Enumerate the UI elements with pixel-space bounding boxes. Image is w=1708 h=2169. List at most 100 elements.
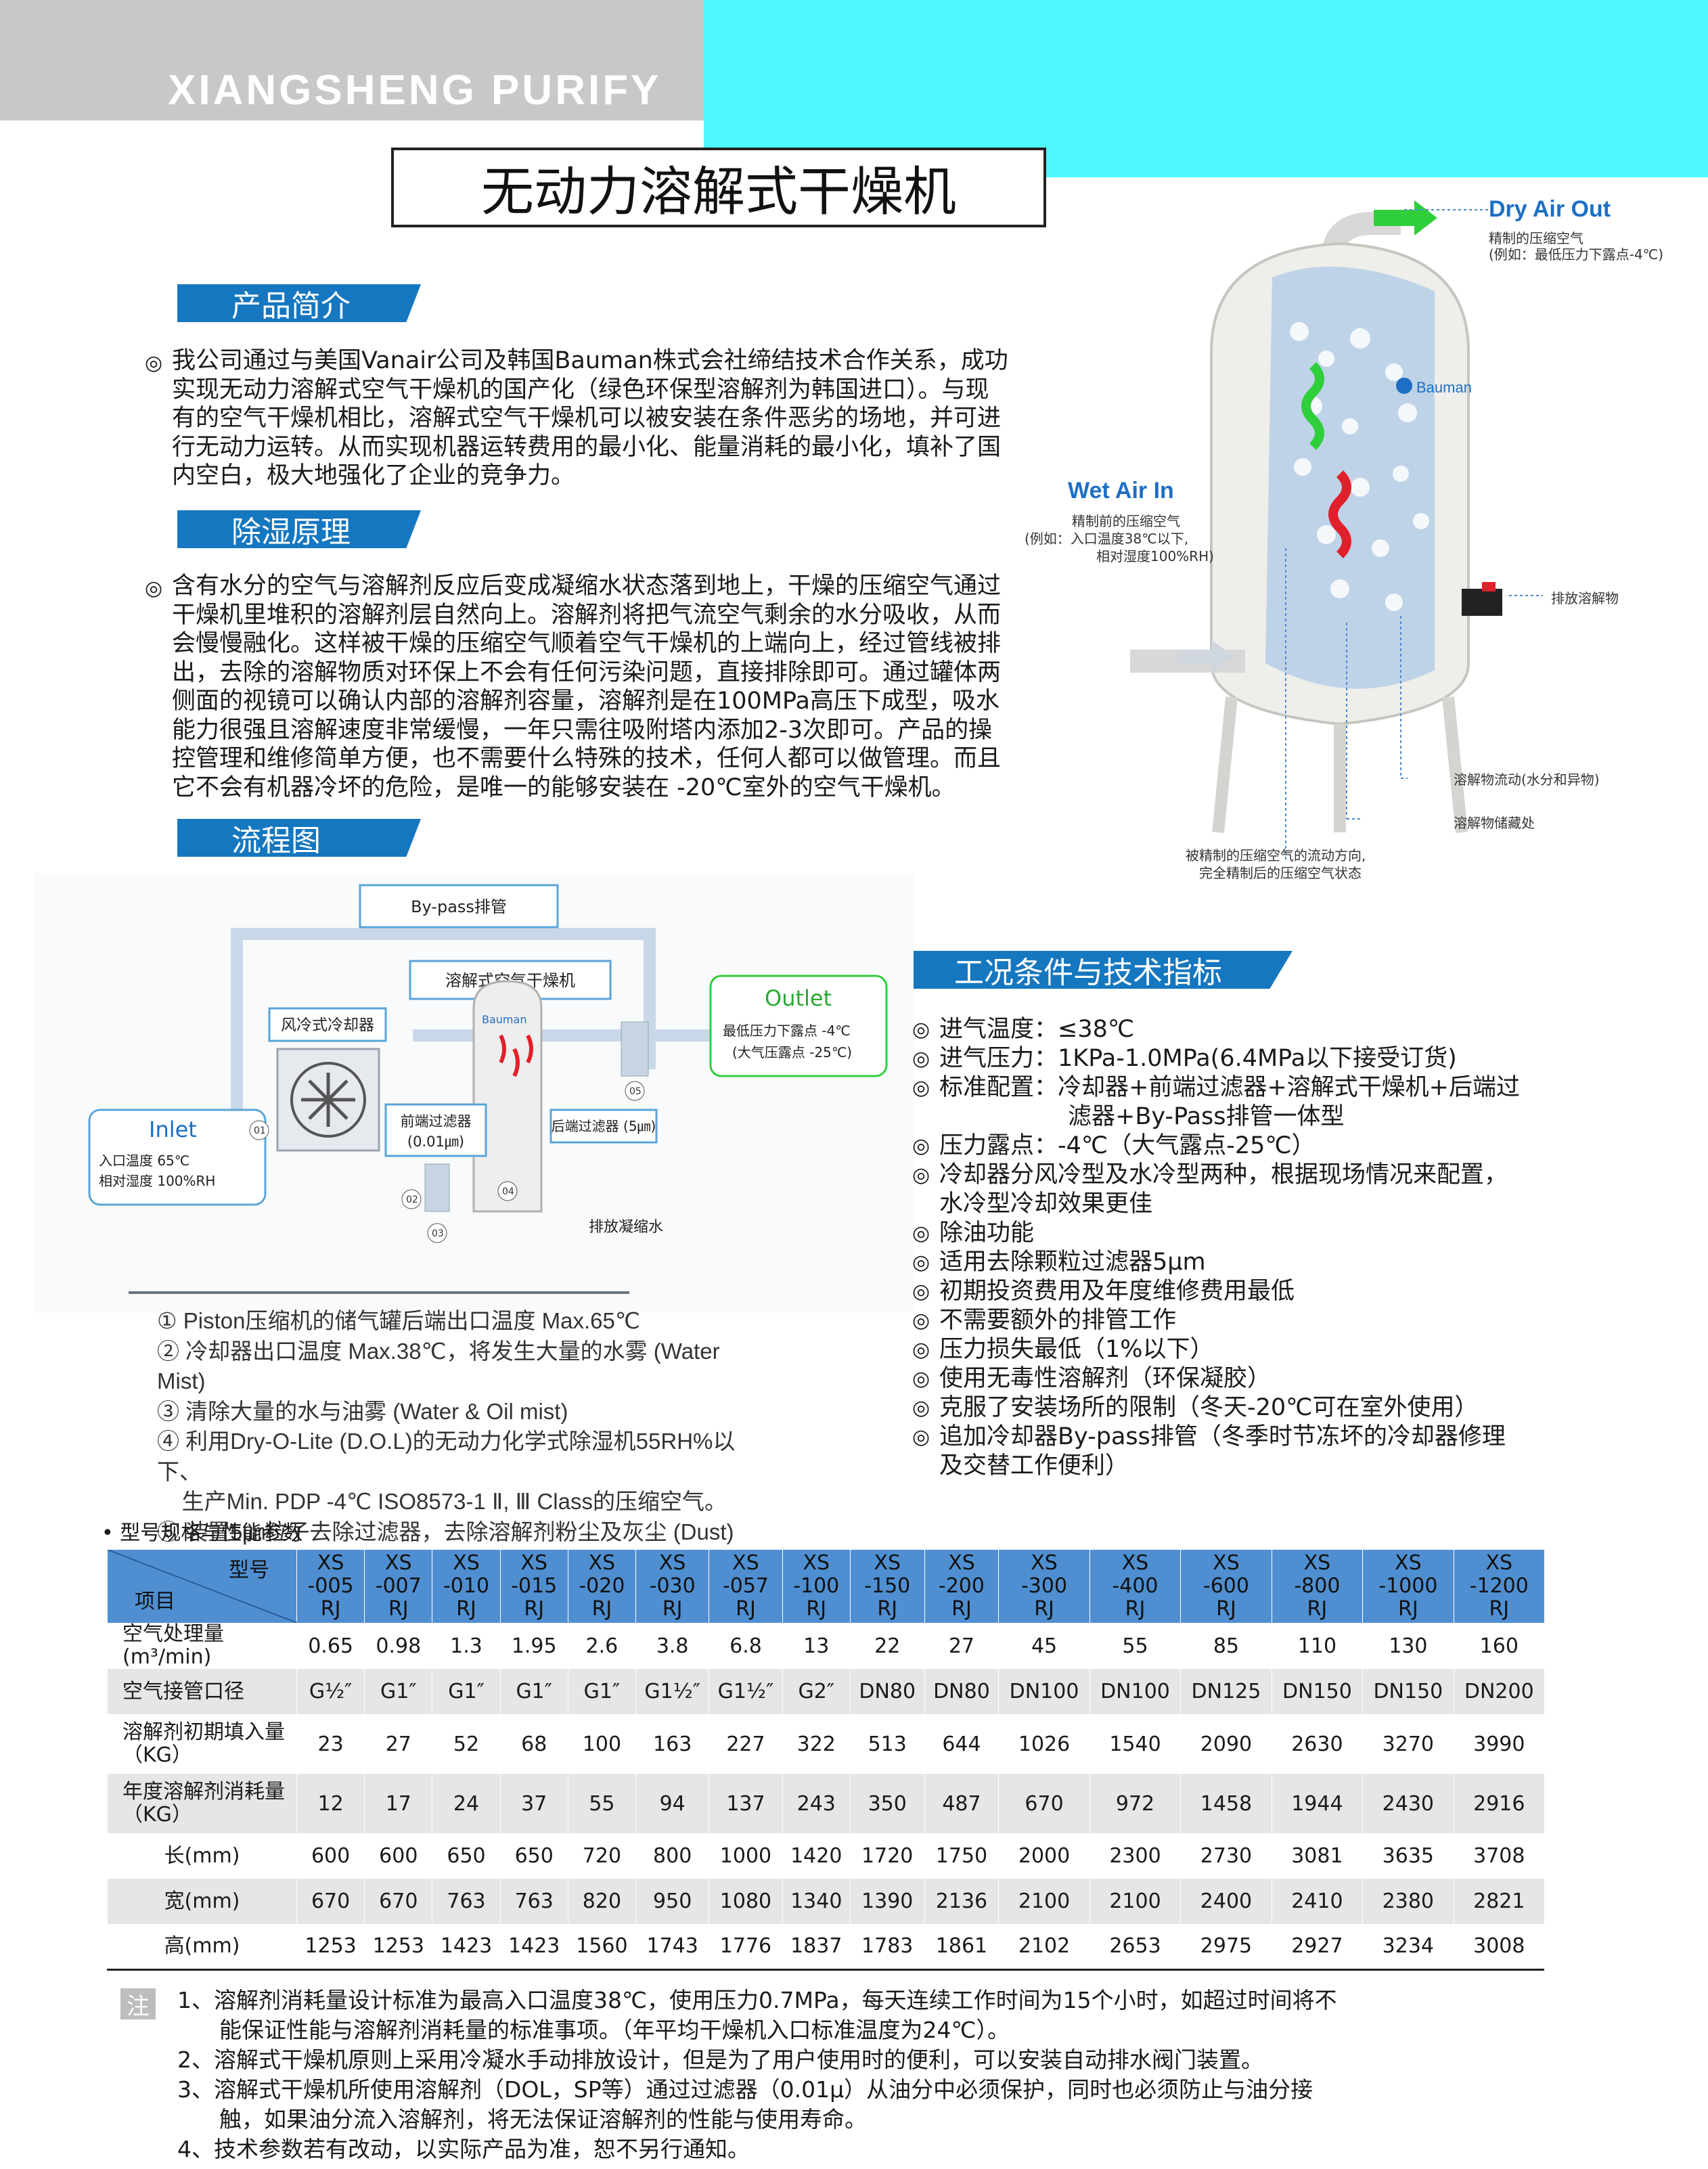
table-corner: 型号 项目 [107, 1550, 297, 1623]
table-cell: 100 [567, 1714, 636, 1774]
flow-step: ② 冷却器出口温度 Max.38℃，将发生大量的水雾 (Water Mist) [157, 1338, 720, 1394]
tech-item: 除油功能 [912, 1219, 1589, 1248]
tech-item: 初期投资费用及年度维修费用最低 [912, 1277, 1589, 1306]
drain-valve-icon [1462, 589, 1502, 616]
table-cell: 52 [432, 1714, 501, 1774]
wet-air-note-1: 精制前的压缩空气 [1072, 513, 1180, 529]
table-cell: 950 [635, 1879, 709, 1924]
header-gray-band [0, 0, 704, 120]
wet-air-in-label: Wet Air In [1068, 478, 1174, 504]
flow-diagram: By-pass排管 溶解式空气干燥机 风冷式冷却器 Bauman 前端过滤器 (… [34, 873, 914, 1313]
notes: 1、溶解剂消耗量设计标准为最高入口温度38℃，使用压力0.7MPa，每天连续工作… [177, 1986, 1531, 2164]
flow-dryer-tank [472, 980, 543, 1213]
flow-step: ⑤ 装置5㎛粒子去除过滤器，去除溶解剂粉尘及灰尘 (Dust) [157, 1519, 734, 1544]
tech-item: 进气温度：≤38℃ [912, 1015, 1589, 1044]
tech-item-cont: 滤器+By-Pass排管一体型 [1068, 1103, 1345, 1130]
row-label: 年度溶解剂消耗量（KG） [107, 1774, 297, 1833]
post-filter-box [549, 1109, 658, 1144]
note-badge: 注 [120, 1988, 156, 2020]
svg-text:01: 01 [254, 1125, 266, 1136]
note-line: 能保证性能与溶解剂消耗量的标准事项。（年平均干燥机入口标准温度为24℃）。 [219, 2017, 1010, 2043]
table-cell: 3270 [1362, 1714, 1454, 1774]
table-cell: 763 [432, 1879, 501, 1924]
table-cell: 2090 [1180, 1714, 1272, 1774]
table-cell: 243 [782, 1774, 851, 1833]
path-note-2: 完全精制后的压缩空气状态 [1199, 865, 1362, 881]
table-cell: DN150 [1362, 1669, 1454, 1714]
table-cell: 0.65 [296, 1623, 365, 1669]
table-cell: DN80 [924, 1669, 999, 1714]
table-cell: G1″ [567, 1669, 636, 1714]
dry-air-note-2: (例如：最低压力下露点-4℃) [1489, 246, 1664, 263]
pre-filter-label: 前端过滤器 [401, 1113, 472, 1130]
table-cell: 227 [709, 1714, 783, 1774]
table-cell: 3708 [1453, 1833, 1544, 1879]
tech-item: 克服了安装场所的限制（冬天-20℃可在室外使用） [912, 1393, 1589, 1423]
outlet-title: Outlet [765, 985, 832, 1011]
table-cell: 1026 [998, 1714, 1090, 1774]
table-cell: 972 [1089, 1774, 1181, 1833]
table-cell: 6.8 [709, 1623, 783, 1669]
post-filter-unit [621, 1021, 649, 1077]
outlet-line-2: (大气压露点 -25℃) [732, 1044, 852, 1060]
table-cell: G1½″ [635, 1669, 709, 1714]
table-cell: 1000 [709, 1833, 783, 1879]
table-cell: DN125 [1180, 1669, 1272, 1714]
dryer-tank-illustration: Bauman [1130, 200, 1543, 859]
spec-heading: • 型号规格与性能参数 [102, 1521, 303, 1545]
note-line: 4、技术参数若有改动，以实际产品为准，恕不另行通知。 [177, 2136, 750, 2162]
tech-item: 进气压力：1KPa-1.0MPa(6.4MPa以下接受订货) [912, 1044, 1589, 1073]
table-cell: 670 [998, 1774, 1090, 1833]
table-cell: 1750 [924, 1833, 999, 1879]
table-cell: 2100 [1089, 1879, 1181, 1924]
table-cell: 2136 [924, 1879, 999, 1924]
table-cell: 94 [635, 1774, 709, 1833]
table-cell: 2927 [1271, 1924, 1363, 1969]
section-flow-heading: 流程图 [177, 819, 421, 857]
table-cell: 2430 [1362, 1774, 1454, 1833]
table-cell: 23 [296, 1714, 365, 1774]
wet-flow-arrow-icon [1328, 470, 1351, 558]
table-cell: 12 [296, 1774, 365, 1833]
table-cell: G½″ [296, 1669, 365, 1714]
table-cell: DN200 [1453, 1669, 1544, 1714]
note-line: 触，如果油分流入溶解剂，将无法保证溶解剂的性能与使用寿命。 [219, 2106, 867, 2132]
table-cell: 68 [499, 1714, 568, 1774]
table-cell: 22 [849, 1623, 925, 1669]
table-cell: 85 [1180, 1623, 1272, 1669]
table-cell: 2102 [998, 1924, 1090, 1969]
table-cell: 1340 [782, 1879, 851, 1924]
row-label: 高(mm) [107, 1924, 297, 1969]
table-cell: G1″ [499, 1669, 568, 1714]
principle-bullet-icon: ◎ [145, 577, 163, 600]
table-cell: 1743 [635, 1924, 709, 1969]
tech-item: 适用去除颗粒过滤器5μm [912, 1248, 1589, 1277]
table-cell: 600 [364, 1833, 432, 1879]
table-cell: 13 [782, 1623, 851, 1669]
table-cell: 3234 [1362, 1924, 1454, 1969]
principle-text: 含有水分的空气与溶解剂反应后变成凝缩水状态落到地上，干燥的压缩空气通过 干燥机里… [172, 573, 1002, 801]
table-cell: 2400 [1180, 1879, 1272, 1924]
tank-brand: Bauman [1416, 379, 1472, 396]
table-cell: 1253 [364, 1924, 432, 1969]
intro-text: 我公司通过与美国Vanair公司及韩国Bauman株式会社缔结技术合作关系，成功… [172, 347, 1008, 489]
note-line: 1、溶解剂消耗量设计标准为最高入口温度38℃，使用压力0.7MPa，每天连续工作… [177, 1987, 1337, 2013]
tech-item-cont: 及交替工作便利） [939, 1452, 1129, 1479]
table-cell: 1423 [499, 1924, 568, 1969]
table-cell: 1720 [849, 1833, 925, 1879]
outlet-box [709, 975, 888, 1077]
table-cell: 650 [432, 1833, 501, 1879]
tag-02 [401, 1189, 422, 1209]
page-title: 无动力溶解式干燥机 [391, 148, 1046, 227]
table-cell: 670 [364, 1879, 432, 1924]
table-cell: 2630 [1271, 1714, 1363, 1774]
